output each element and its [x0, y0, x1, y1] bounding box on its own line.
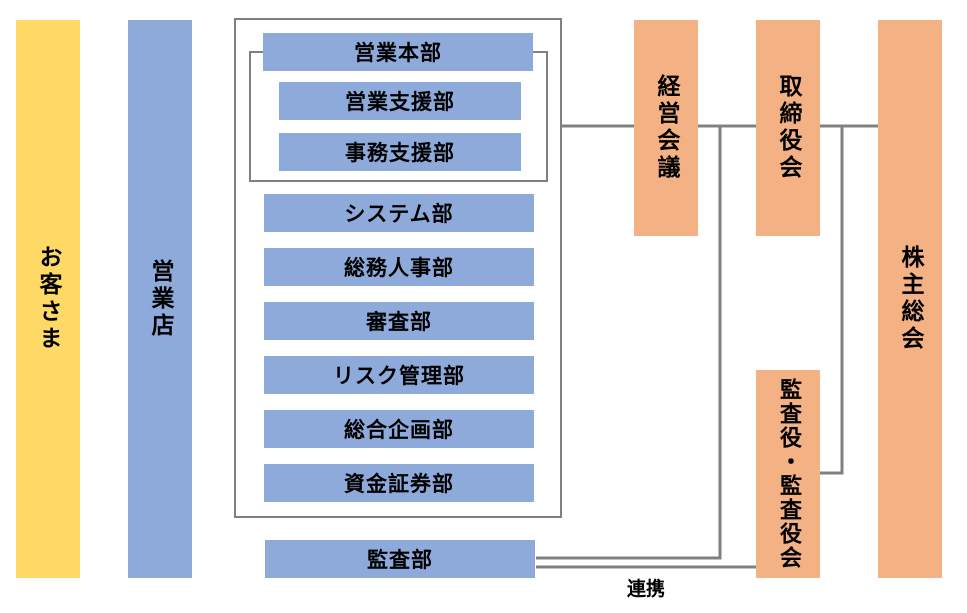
branch-box: 営業店	[128, 20, 192, 578]
department-label: 総務人事部	[344, 256, 454, 280]
department-box: 資金証券部	[264, 464, 534, 502]
sales-hq-label: 営業本部	[354, 41, 442, 65]
sales-support-label: 営業支援部	[345, 90, 455, 114]
line-auditors-to-shareholders	[820, 126, 844, 475]
audit-dept-box: 監査部	[265, 540, 535, 578]
board-box: 取締役会	[756, 20, 820, 236]
department-label: 資金証券部	[344, 472, 454, 496]
audit-dept-label: 監査部	[367, 548, 433, 572]
department-label: リスク管理部	[333, 364, 465, 388]
department-box: リスク管理部	[264, 356, 534, 394]
branch-label: 営業店	[147, 258, 173, 340]
department-box: 総合企画部	[264, 410, 534, 448]
department-frame	[234, 18, 562, 518]
management-committee-box: 経営会議	[634, 20, 698, 236]
sales-support-box: 営業支援部	[279, 82, 521, 120]
customer-label: お客さま	[35, 245, 61, 353]
board-label: 取締役会	[775, 74, 801, 182]
shareholders-label: 株主総会	[897, 245, 923, 353]
auditors-label-line2: 監査役会	[776, 474, 801, 570]
management-committee-label: 経営会議	[653, 74, 679, 182]
customer-box: お客さま	[16, 20, 80, 578]
liaison-label: 連携	[627, 578, 666, 600]
department-box: 審査部	[264, 302, 534, 340]
auditors-label-line1: 監査役・	[776, 378, 801, 474]
line-audit-to-board	[536, 126, 722, 560]
department-label: 審査部	[366, 310, 432, 334]
auditors-box: 監査役・ 監査役会	[756, 370, 820, 578]
department-box: 総務人事部	[264, 248, 534, 286]
office-support-box: 事務支援部	[279, 133, 521, 171]
department-label: システム部	[344, 202, 454, 226]
department-box: システム部	[264, 194, 534, 232]
department-label: 総合企画部	[344, 418, 454, 442]
shareholders-box: 株主総会	[878, 20, 942, 578]
office-support-label: 事務支援部	[345, 141, 455, 165]
sales-hq-box: 営業本部	[263, 33, 533, 71]
